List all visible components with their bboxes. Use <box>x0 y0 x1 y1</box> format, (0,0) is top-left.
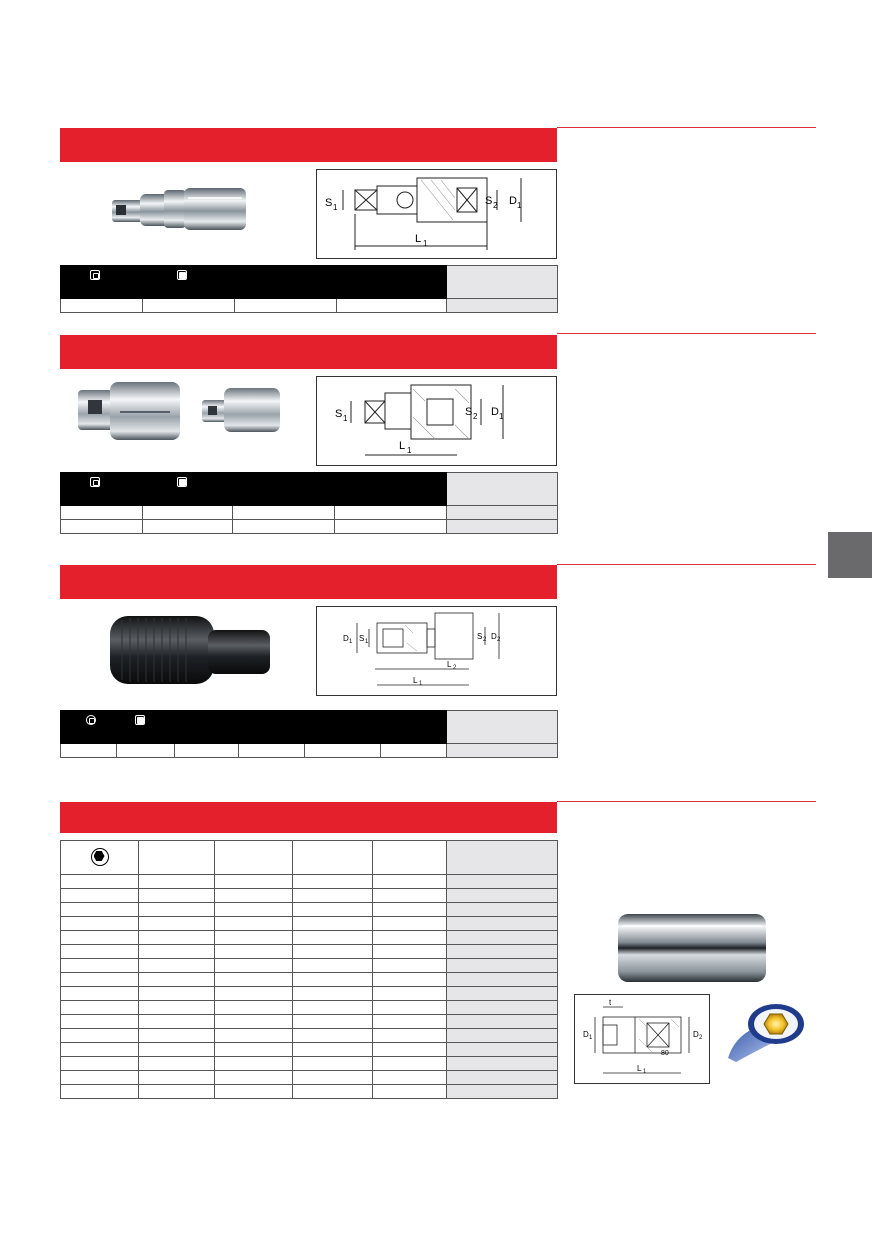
quick-release-adapter-photo <box>110 616 270 684</box>
section-1-header-bar <box>60 128 557 162</box>
drawing-sub-l2: 2 <box>453 665 457 671</box>
drawing-marking: 80 <box>661 1050 669 1057</box>
table-row <box>60 1000 558 1015</box>
drawing-label-s2: S <box>485 195 492 207</box>
square-drive-female-icon <box>86 715 96 725</box>
drawing-label-s1: S <box>359 634 364 643</box>
drawing-sub-l1: 1 <box>419 681 423 687</box>
table-row <box>60 505 559 520</box>
section-2-header-grey-cell <box>446 472 559 506</box>
drawing-sub-l1: 1 <box>407 446 412 455</box>
section-3-header-bar <box>60 565 557 599</box>
table-row <box>60 958 558 973</box>
drawing-sub-d1: 1 <box>589 1035 593 1041</box>
table-row <box>60 972 558 987</box>
universal-joint-technical-drawing: S 1 S 2 D 1 L 1 <box>325 177 522 250</box>
section-3-spec-table <box>59 710 559 758</box>
table-row <box>60 1056 558 1071</box>
table-row <box>60 1028 558 1043</box>
square-drive-female-icon <box>90 270 100 280</box>
section-2-header-row <box>59 472 448 506</box>
drawing-label-l1: L <box>637 1064 642 1073</box>
table-row <box>60 916 558 931</box>
drawing-label-t: t <box>609 998 612 1007</box>
table-row <box>60 902 558 917</box>
universal-joint-drawing: S 1 S 2 D 1 L 1 <box>316 169 557 259</box>
section-1-rule <box>557 127 816 128</box>
table-row <box>60 298 559 313</box>
drawing-label-s1: S <box>335 408 342 420</box>
section-1-header-row <box>59 265 448 299</box>
drawing-sub-s1: 1 <box>343 414 348 423</box>
adapter-photo-large <box>78 382 180 440</box>
drawing-label-l1: L <box>399 440 405 452</box>
table-row <box>60 930 558 945</box>
drawing-sub-d2: 2 <box>497 637 501 643</box>
drawing-label-d1: D <box>491 406 499 418</box>
section-1-spec-table <box>59 265 559 313</box>
table-row <box>60 519 559 534</box>
drawing-sub-d1: 1 <box>517 201 522 210</box>
drawing-label-d1: D <box>583 1030 589 1039</box>
adapter-drawing: S 1 S 2 D 1 L 1 <box>316 376 557 466</box>
section-4-header-grey-cell <box>446 840 558 875</box>
section-4-spec-table <box>60 840 558 1099</box>
section-4-header-bar <box>60 802 557 833</box>
drawing-label-d2: D <box>491 632 497 641</box>
drawing-label-l2: L <box>447 660 452 669</box>
section-4-rule <box>557 801 816 802</box>
section-3-header-row <box>59 710 448 744</box>
table-row <box>60 1084 558 1099</box>
hexagon-socket-icon <box>90 847 109 866</box>
deep-socket-technical-drawing: t D 1 D 2 80 L 1 <box>583 998 703 1075</box>
section-2-header-bar <box>60 335 557 369</box>
hexagon-socket-emblem <box>728 1004 804 1062</box>
square-drive-male-icon <box>134 715 145 725</box>
section-1-header-grey-cell <box>446 265 559 299</box>
drawing-sub-s1: 1 <box>365 639 369 645</box>
table-row <box>60 986 558 1001</box>
drawing-label-d1: D <box>509 195 517 207</box>
adapter-photo-small <box>202 388 280 432</box>
table-row <box>60 888 558 903</box>
adapter-technical-drawing: S 1 S 2 D 1 L 1 <box>335 384 504 456</box>
side-chapter-tab <box>828 532 872 578</box>
section-2-rule <box>557 333 816 334</box>
deep-socket-photo <box>618 914 766 982</box>
quick-release-adapter-drawing: D 1 S 1 S 2 D 2 L 2 L 1 <box>316 606 557 696</box>
universal-joint-photo <box>112 188 246 230</box>
quick-release-adapter-technical-drawing: D 1 S 1 S 2 D 2 L 2 L 1 <box>343 612 501 687</box>
section-2-spec-table <box>59 472 559 534</box>
drawing-label-l1: L <box>413 676 418 685</box>
drawing-label-d1: D <box>343 634 349 643</box>
square-drive-male-icon <box>176 270 187 280</box>
table-row <box>60 944 558 959</box>
section-3-rule <box>557 564 816 565</box>
drawing-label-s2: S <box>477 632 482 641</box>
drawing-label-s2: S <box>465 406 472 418</box>
drawing-sub-d1: 1 <box>499 412 504 421</box>
drawing-sub-d2: 2 <box>699 1035 703 1041</box>
table-row <box>60 743 559 758</box>
table-row <box>60 874 558 889</box>
section-4-header-hex-cell <box>60 840 139 875</box>
drawing-sub-s1: 1 <box>333 203 338 212</box>
drawing-label-l1: L <box>415 233 421 245</box>
square-drive-female-icon <box>90 477 100 487</box>
drawing-sub-l1: 1 <box>423 239 428 248</box>
drawing-sub-s2: 2 <box>473 412 478 421</box>
deep-socket-drawing: t D 1 D 2 80 L 1 <box>574 994 710 1084</box>
table-row <box>60 1014 558 1029</box>
section-3-header-grey-cell <box>446 710 559 744</box>
drawing-sub-s2: 2 <box>493 201 498 210</box>
square-drive-male-icon <box>176 477 187 487</box>
drawing-sub-l1: 1 <box>643 1069 647 1075</box>
drawing-sub-s2: 2 <box>483 637 487 643</box>
drawing-label-d2: D <box>693 1030 699 1039</box>
drawing-label-s1: S <box>325 197 332 209</box>
table-row <box>60 1070 558 1085</box>
drawing-sub-d1: 1 <box>349 639 353 645</box>
table-row <box>60 1042 558 1057</box>
